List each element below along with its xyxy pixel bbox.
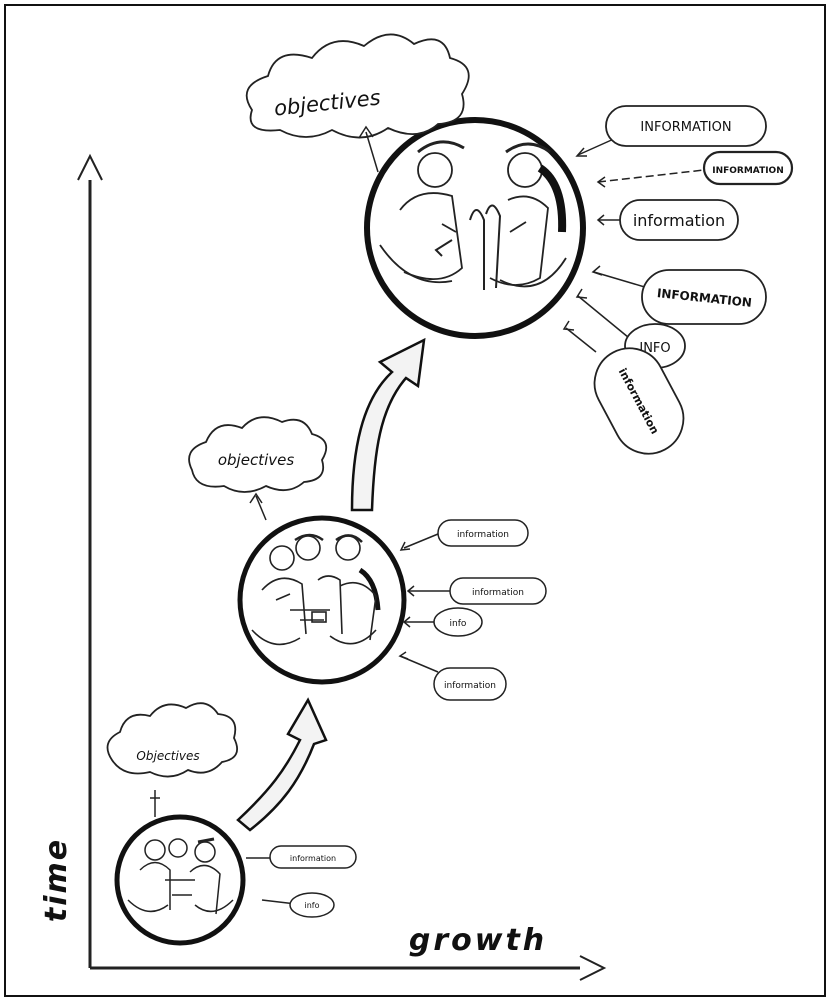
stage-3-info-tag-4: INFORMATION xyxy=(591,265,767,325)
stage-3-info-tag-1: INFORMATION xyxy=(575,105,767,157)
stage-2-people-sketch xyxy=(251,533,381,646)
x-axis-label: growth xyxy=(409,923,547,958)
x-axis-arrowhead xyxy=(579,955,607,981)
stage-3-circle xyxy=(364,117,586,339)
stage-2-info-tag-1: information xyxy=(399,519,529,551)
axes xyxy=(77,153,607,981)
stage-2-info-tag-1-label: information xyxy=(457,530,509,540)
stage-2-objective-link xyxy=(255,495,267,521)
stage-1-info-tag-1: information xyxy=(246,845,357,869)
stage-2: objectives information information info … xyxy=(188,416,547,701)
stage-1-objective-cloud xyxy=(106,702,238,778)
stage-1: Objectives information info xyxy=(106,702,357,946)
stage-1-info-tag-1-label: information xyxy=(290,854,336,863)
stage-2-objective-cloud xyxy=(188,416,328,493)
stage-3-objective-cloud xyxy=(245,33,470,139)
stage-3-objective-link xyxy=(365,131,379,173)
stage-1-objective-label: Objectives xyxy=(136,749,199,763)
stage-1-info-tag-2: info xyxy=(261,892,335,918)
page-frame xyxy=(4,4,826,997)
stage-2-circle xyxy=(237,515,407,685)
stage-1-info-tag-2-label: info xyxy=(304,901,319,910)
stage-2-info-tag-2: information xyxy=(406,577,547,605)
stage-3-info-tag-1-label: INFORMATION xyxy=(640,120,731,135)
stage-2-info-tag-3: info xyxy=(402,607,483,637)
growth-arrow-2 xyxy=(350,337,426,512)
stage-3-info-tag-3: information xyxy=(596,199,739,241)
stage-3-info-tag-2: INFORMATION xyxy=(596,150,794,188)
stage-2-info-tag-2-label: information xyxy=(472,588,524,598)
y-axis-label: time xyxy=(39,838,74,922)
stage-3-info-tag-3-label: information xyxy=(633,211,725,230)
stage-2-info-tag-3-label: info xyxy=(450,619,467,629)
growth-arrow-1 xyxy=(236,697,328,832)
stage-3-info-tag-6: information xyxy=(562,320,685,455)
stage-1-people-sketch xyxy=(127,837,234,915)
stage-3-info-tag-2-label: INFORMATION xyxy=(712,166,784,176)
stage-2-info-tag-4: information xyxy=(398,651,507,701)
y-axis-arrowhead xyxy=(77,153,103,181)
stage-2-info-tag-4-label: information xyxy=(444,681,496,691)
stage-2-objective-label: objectives xyxy=(218,451,294,469)
stage-3-people-sketch xyxy=(379,140,567,290)
stage-3: objectives INFORMATION INFORMATION infor… xyxy=(245,33,794,455)
